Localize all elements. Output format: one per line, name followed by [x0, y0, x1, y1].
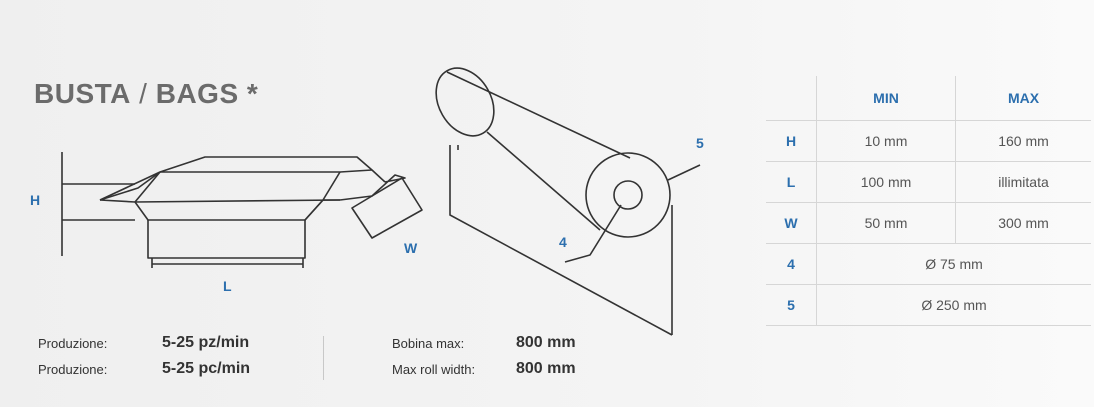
label-w: W: [404, 240, 418, 256]
table-row: W 50 mm 300 mm: [766, 202, 1091, 244]
table-row: H 10 mm 160 mm: [766, 120, 1091, 162]
table-row: L 100 mm illimitata: [766, 161, 1091, 203]
page-title: BUSTA / BAGS *: [34, 78, 259, 109]
table-row: 5 Ø 250 mm: [766, 284, 1091, 326]
stat-production-it: Produzione:5-25 pz/min: [38, 334, 250, 351]
header-min: MIN: [816, 76, 956, 121]
label-4: 4: [559, 234, 567, 250]
spec-table: MIN MAX H 10 mm 160 mm L 100 mm illimita…: [766, 76, 1091, 326]
label-l: L: [223, 278, 232, 294]
roll-drawing: [435, 67, 701, 336]
label-h: H: [30, 192, 41, 208]
label-5: 5: [696, 135, 704, 151]
header-max: MAX: [955, 76, 1091, 121]
bag-drawing: [61, 152, 423, 268]
stat-roll-max-en: Max roll width:800 mm: [392, 360, 576, 377]
table-row: 4 Ø 75 mm: [766, 243, 1091, 285]
table-header: MIN MAX: [766, 76, 1091, 121]
stat-production-en: Produzione:5-25 pc/min: [38, 360, 251, 377]
divider: [323, 336, 324, 380]
stat-roll-max-it: Bobina max:800 mm: [392, 334, 576, 351]
